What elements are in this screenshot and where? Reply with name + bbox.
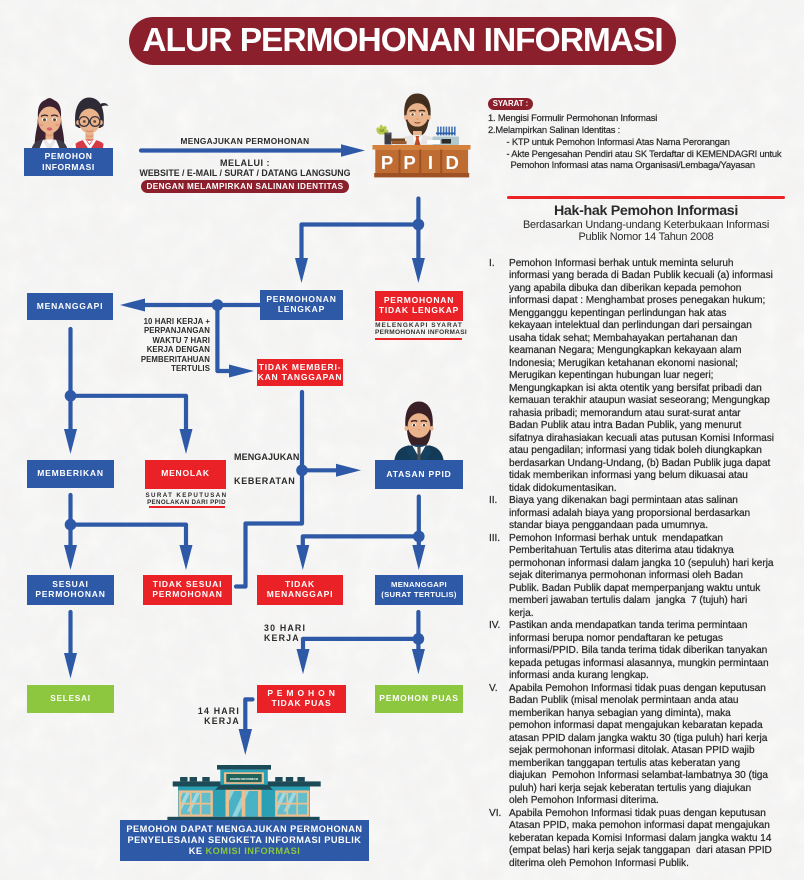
- svg-text:D: D: [446, 152, 459, 173]
- svg-text:KOMISI INFORMASI: KOMISI INFORMASI: [230, 777, 258, 781]
- svg-text:P: P: [381, 152, 393, 173]
- svg-text:I: I: [428, 152, 433, 173]
- svg-text:P: P: [403, 152, 415, 173]
